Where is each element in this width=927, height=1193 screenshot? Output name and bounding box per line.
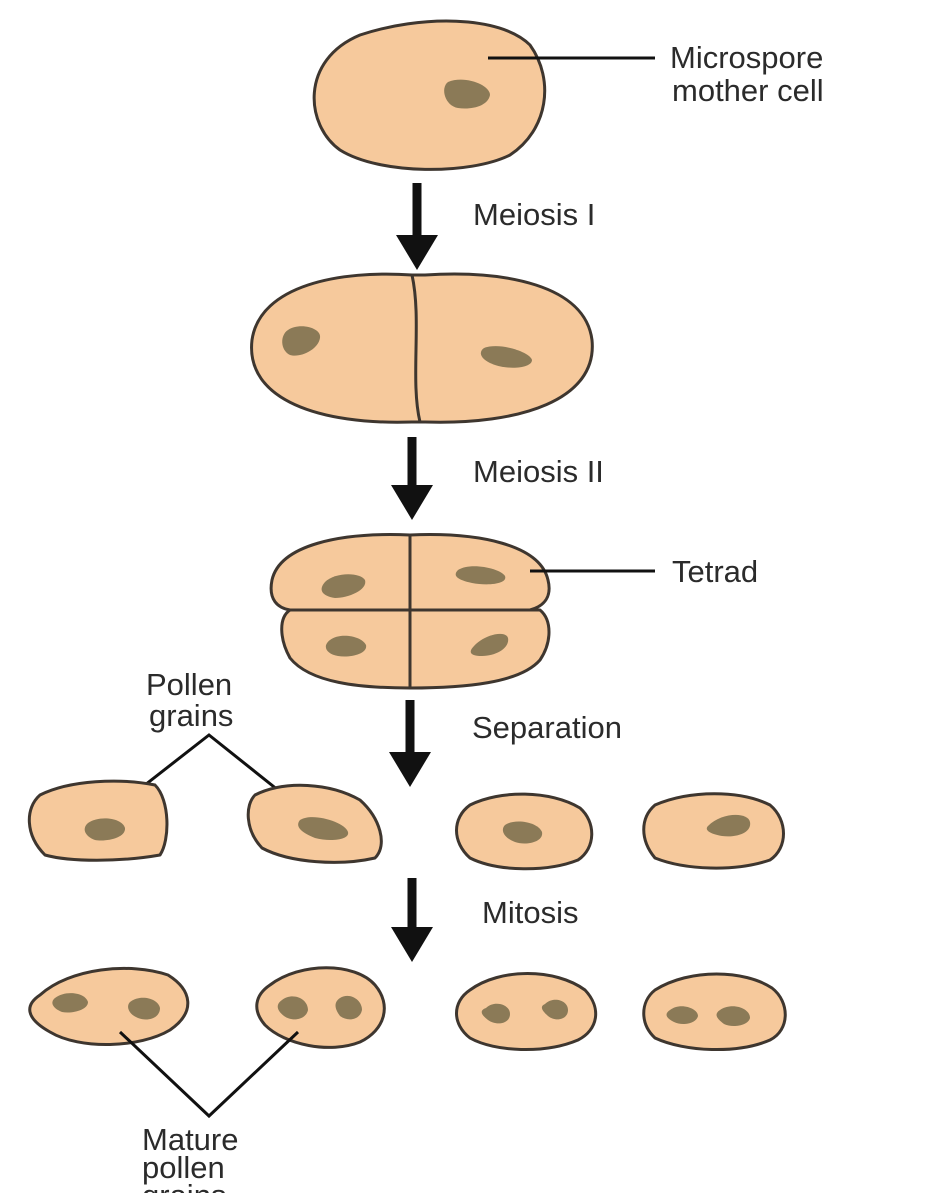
label-pollen-line2: grains: [149, 698, 233, 733]
mature-pollen-grain-4: [644, 974, 786, 1050]
pollen-grain-1: [29, 781, 167, 860]
label-pollen-line1: Pollen: [146, 667, 232, 702]
mature-pollen-grain-2: [257, 968, 385, 1048]
mature-pollen-grain-3: [457, 974, 596, 1050]
arrow-mitosis: [391, 878, 433, 962]
arrow-meiosis-2: [391, 437, 433, 520]
label-mature-line3: grains: [142, 1178, 226, 1193]
tetrad-cell: [271, 535, 549, 688]
arrow-separation: [389, 700, 431, 787]
mature-pointer-lines: [120, 1032, 298, 1116]
pollen-grain-3: [457, 794, 592, 869]
mature-pollen-grain-1: [30, 968, 188, 1044]
microspore-mother-cell: [314, 21, 545, 169]
label-microspore-line1: Microspore: [670, 40, 823, 75]
pollen-grain-4: [644, 794, 784, 868]
pollen-grain-2: [248, 785, 381, 862]
label-mitosis: Mitosis: [482, 895, 578, 930]
label-separation: Separation: [472, 710, 622, 745]
label-meiosis-1: Meiosis I: [473, 197, 595, 232]
label-meiosis-2: Meiosis II: [473, 454, 604, 489]
label-microspore-line2: mother cell: [672, 73, 824, 108]
dyad-cell: [252, 274, 593, 422]
arrow-meiosis-1: [396, 183, 438, 270]
label-tetrad: Tetrad: [672, 554, 758, 589]
